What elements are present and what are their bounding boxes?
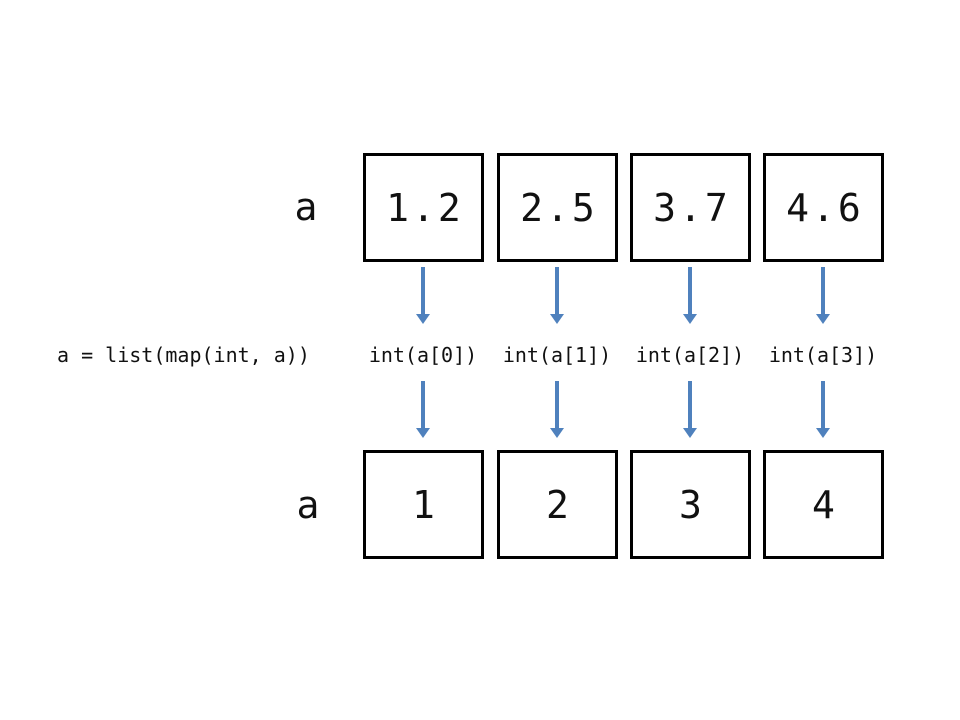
int-cell-3-value: 4 (812, 482, 838, 527)
int-cell-1-value: 2 (546, 482, 572, 527)
down-arrow-icon (683, 381, 697, 438)
int-cell-2-value: 3 (679, 482, 705, 527)
float-cell-1: 2.5 (497, 153, 618, 262)
int-cast-label-1: int(a[1]) (502, 343, 612, 367)
int-cast-label-2: int(a[2]) (635, 343, 745, 367)
int-cell-0-value: 1 (412, 482, 438, 527)
down-arrow-icon (416, 267, 430, 324)
down-arrow-icon (816, 381, 830, 438)
float-cell-3: 4.6 (763, 153, 884, 262)
int-cell-0: 1 (363, 450, 484, 559)
float-cell-2-value: 3.7 (653, 185, 731, 230)
int-cell-3: 4 (763, 450, 884, 559)
down-arrow-icon (550, 381, 564, 438)
int-cast-label-3: int(a[3]) (768, 343, 878, 367)
int-cast-label-0: int(a[0]) (368, 343, 478, 367)
down-arrow-icon (416, 381, 430, 438)
float-cell-0: 1.2 (363, 153, 484, 262)
down-arrow-icon (816, 267, 830, 324)
array-variable-label-top: a (294, 185, 318, 229)
int-cell-2: 3 (630, 450, 751, 559)
float-cell-2: 3.7 (630, 153, 751, 262)
float-cell-0-value: 1.2 (386, 185, 464, 230)
int-cell-1: 2 (497, 450, 618, 559)
float-cell-1-value: 2.5 (520, 185, 598, 230)
down-arrow-icon (550, 267, 564, 324)
float-cell-3-value: 4.6 (786, 185, 864, 230)
down-arrow-icon (683, 267, 697, 324)
conversion-expression-label: a = list(map(int, a)) (57, 343, 310, 367)
array-variable-label-bottom: a (296, 483, 320, 527)
